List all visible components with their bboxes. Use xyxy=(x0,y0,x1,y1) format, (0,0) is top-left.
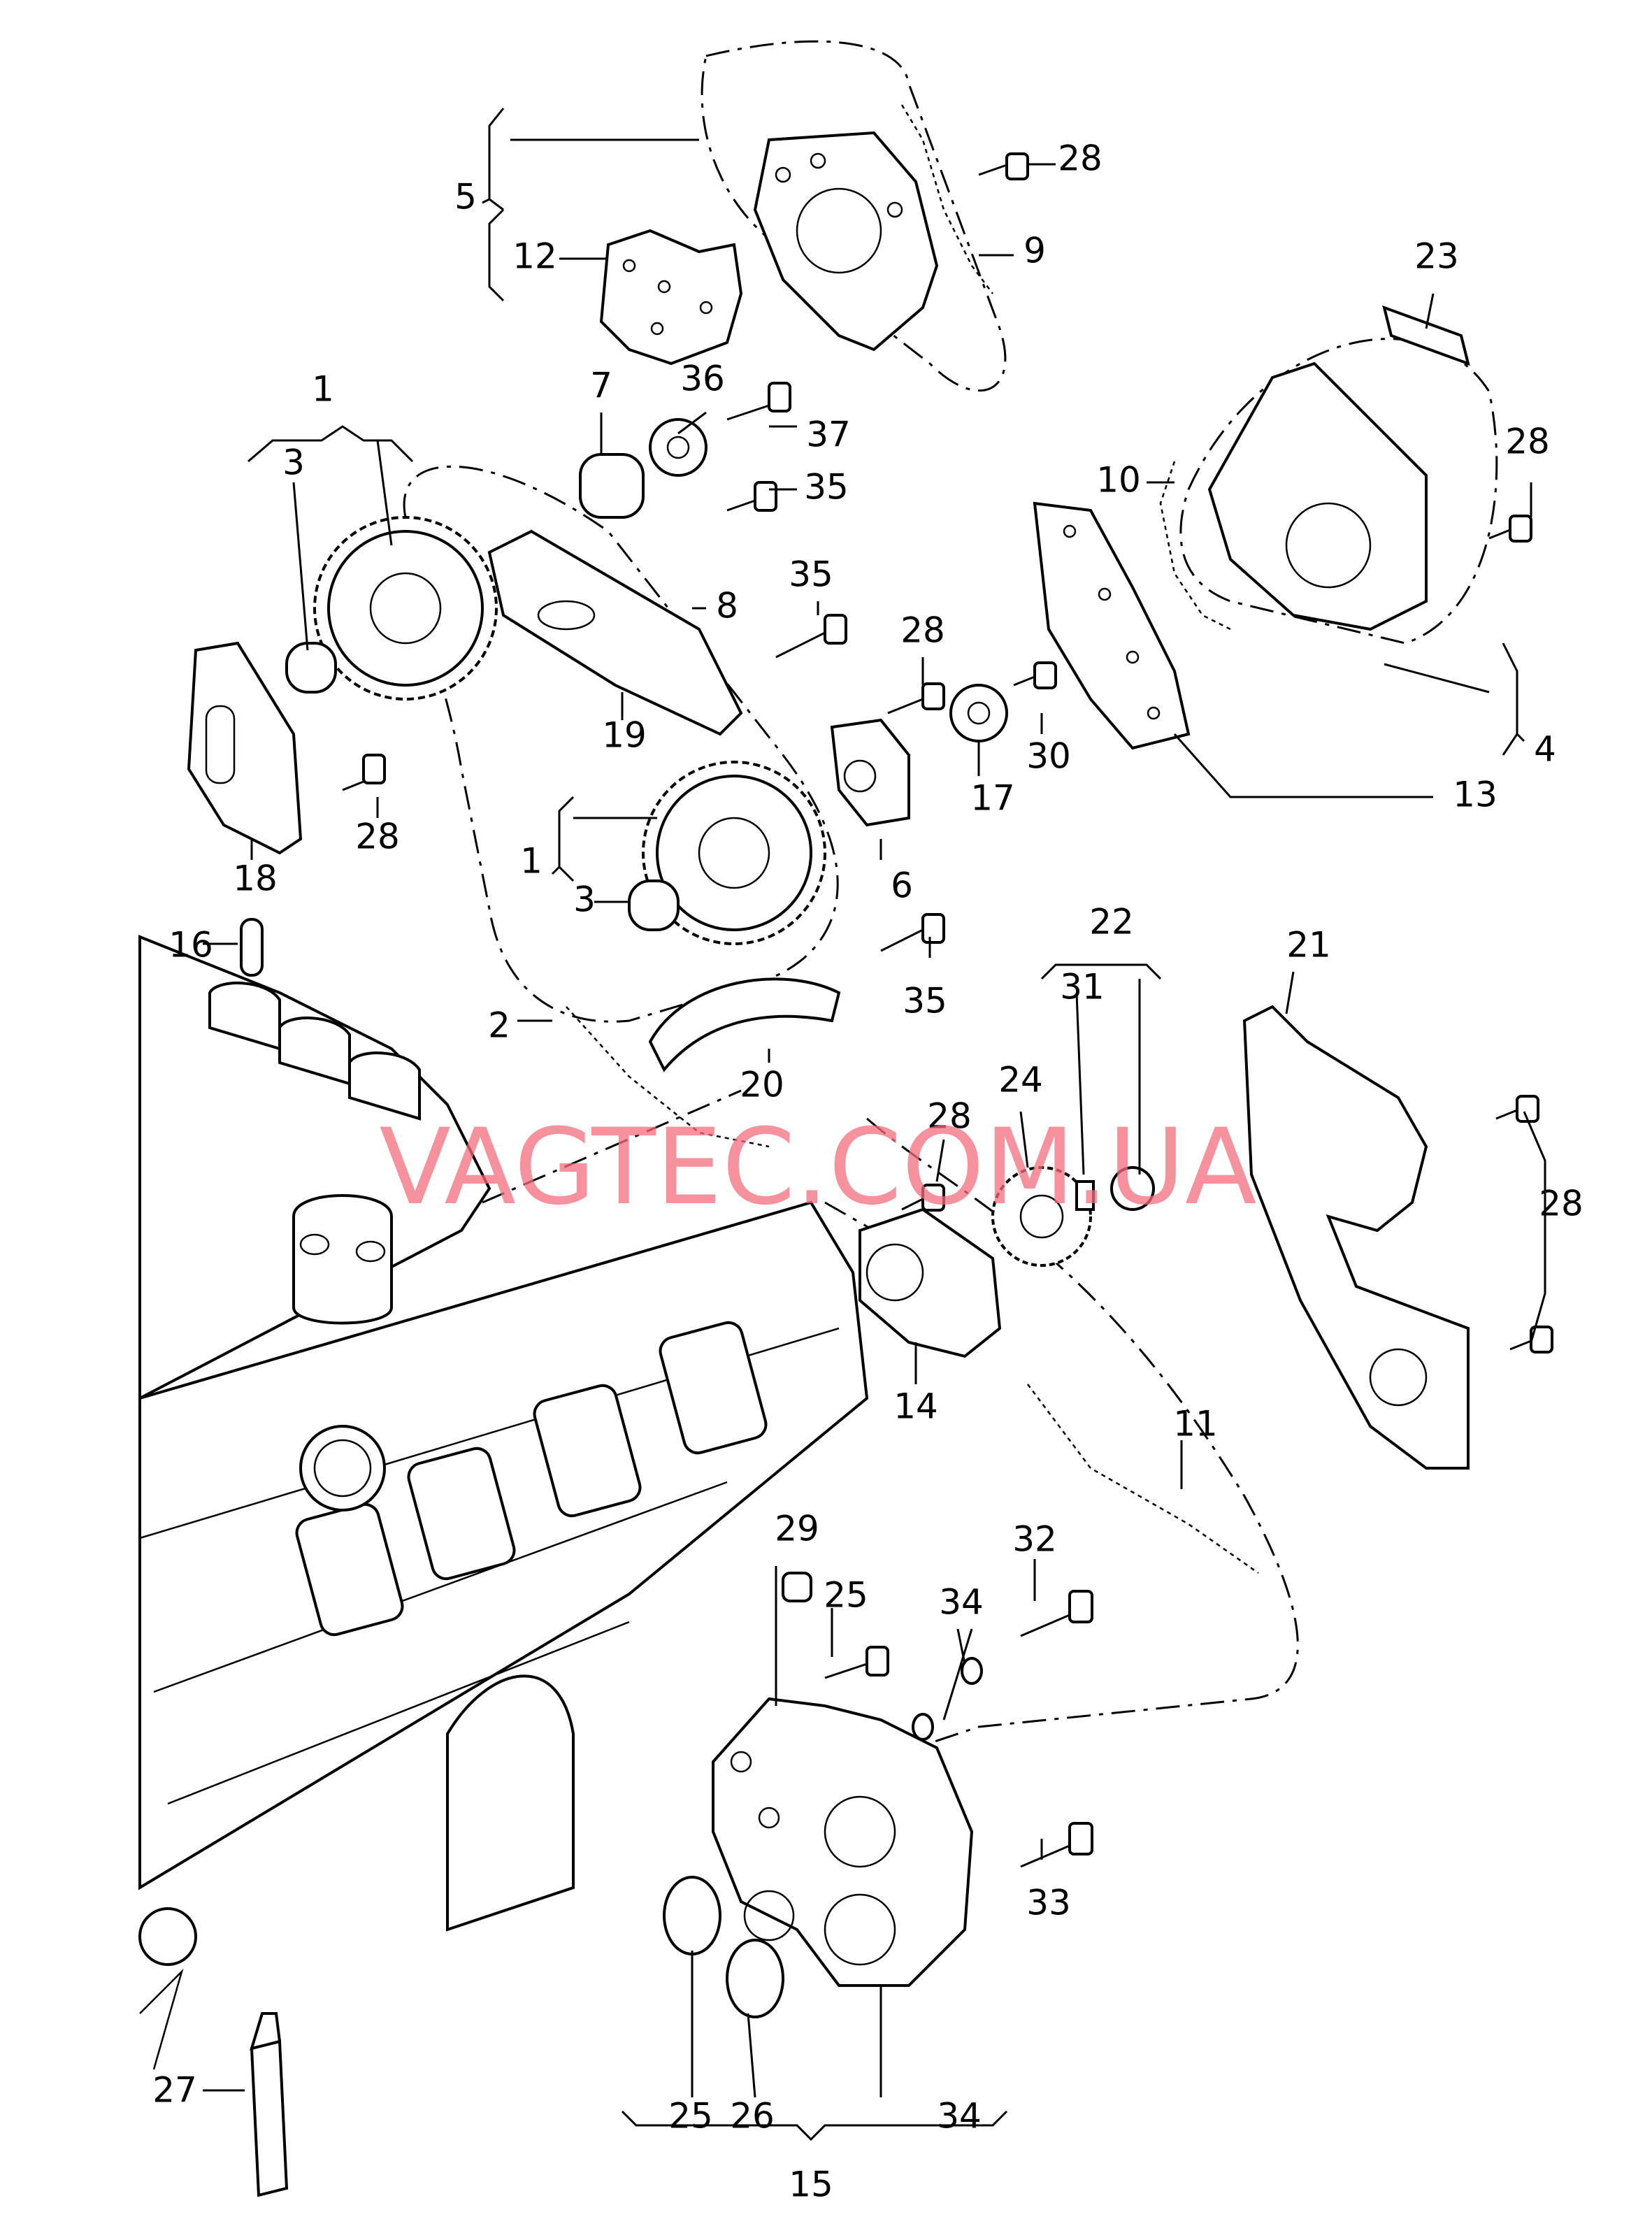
callout-16: 16 xyxy=(168,925,213,965)
timing-chain-top xyxy=(900,104,993,294)
timing-guide-right xyxy=(1033,305,1470,750)
callout-17: 17 xyxy=(970,778,1015,819)
o-rings-34 xyxy=(912,1657,983,1741)
callout-3: 3 xyxy=(282,443,305,483)
callout-23: 23 xyxy=(1414,236,1459,277)
drive-unit-15 xyxy=(663,1697,974,2018)
callout-28: 28 xyxy=(1058,138,1102,179)
clip-31 xyxy=(1075,1166,1155,1211)
camshaft-sprocket-lower xyxy=(642,761,826,945)
callout-4: 4 xyxy=(1534,729,1556,770)
bushings xyxy=(285,642,680,931)
callout-14: 14 xyxy=(893,1386,938,1427)
callout-30: 30 xyxy=(1026,736,1071,777)
callout-19: 19 xyxy=(602,715,647,756)
callout-25: 25 xyxy=(824,1575,868,1616)
callout-11: 11 xyxy=(1173,1404,1218,1444)
cylinder-head-illustration xyxy=(138,935,869,2070)
bolts xyxy=(342,152,1553,1868)
timing-chain-2 xyxy=(566,1006,770,1148)
callout-28: 28 xyxy=(1505,422,1550,462)
callout-35: 35 xyxy=(903,981,947,1021)
callout-6: 6 xyxy=(891,866,913,906)
callout-36: 36 xyxy=(680,359,725,399)
nut-29 xyxy=(782,1572,812,1602)
watermark-text: VAGTEC.COM.UA xyxy=(379,1107,1256,1228)
timing-chain-11 xyxy=(1027,1384,1259,1574)
chain-tensioner-18 xyxy=(187,641,303,855)
tensioner-14 xyxy=(859,1207,1002,1358)
chain-guide-20 xyxy=(648,977,841,1072)
callout-15: 15 xyxy=(789,2164,833,2205)
callout-18: 18 xyxy=(233,859,278,899)
callout-34: 34 xyxy=(939,1582,984,1623)
callout-7: 7 xyxy=(590,366,612,406)
chain-tensioner-6 xyxy=(830,718,910,827)
callout-28: 28 xyxy=(355,817,400,857)
callout-26: 26 xyxy=(730,2096,775,2137)
callout-31: 31 xyxy=(1060,967,1105,1007)
chain-guide-21 xyxy=(1242,1005,1470,1470)
callout-27: 27 xyxy=(152,2070,197,2111)
callout-20: 20 xyxy=(740,1065,784,1105)
callout-13: 13 xyxy=(1453,775,1497,815)
callout-21: 21 xyxy=(1286,925,1331,965)
callout-8: 8 xyxy=(716,586,738,626)
callout-1: 1 xyxy=(312,369,334,410)
callout-24: 24 xyxy=(998,1060,1043,1100)
callout-25: 25 xyxy=(668,2096,713,2137)
leader-lines xyxy=(203,108,1546,2141)
callout-28: 28 xyxy=(900,610,945,651)
chain-routing-dash-lines xyxy=(403,40,1498,1763)
callout-37: 37 xyxy=(806,415,851,455)
callout-1: 1 xyxy=(520,841,543,882)
chain-guide-19 xyxy=(487,529,743,736)
callout-2: 2 xyxy=(488,1005,510,1046)
camshaft-sprocket-upper xyxy=(313,516,498,701)
sealing-ring-16 xyxy=(240,918,264,977)
callout-28: 28 xyxy=(927,1096,972,1137)
washers-17-36 xyxy=(649,418,1008,742)
stud-7 xyxy=(579,453,645,519)
callout-5: 5 xyxy=(454,177,477,217)
sprocket-24 xyxy=(991,1166,1092,1267)
callout-9: 9 xyxy=(1023,231,1046,271)
callout-32: 32 xyxy=(1012,1519,1057,1560)
callout-10: 10 xyxy=(1096,460,1141,501)
callout-3: 3 xyxy=(573,880,596,920)
callout-labels: 5 12 28 9 23 1 3 7 36 37 35 10 28 8 35 2… xyxy=(152,138,1583,2205)
callout-12: 12 xyxy=(512,236,557,277)
timing-guide-upper-left xyxy=(599,131,939,366)
callout-35: 35 xyxy=(804,467,849,508)
callout-35: 35 xyxy=(789,554,833,595)
callout-29: 29 xyxy=(775,1509,819,1549)
tube-27 xyxy=(250,2012,289,2197)
callout-34: 34 xyxy=(937,2096,982,2137)
callout-22: 22 xyxy=(1089,902,1134,942)
callout-33: 33 xyxy=(1026,1883,1071,1923)
callout-28: 28 xyxy=(1539,1184,1583,1224)
